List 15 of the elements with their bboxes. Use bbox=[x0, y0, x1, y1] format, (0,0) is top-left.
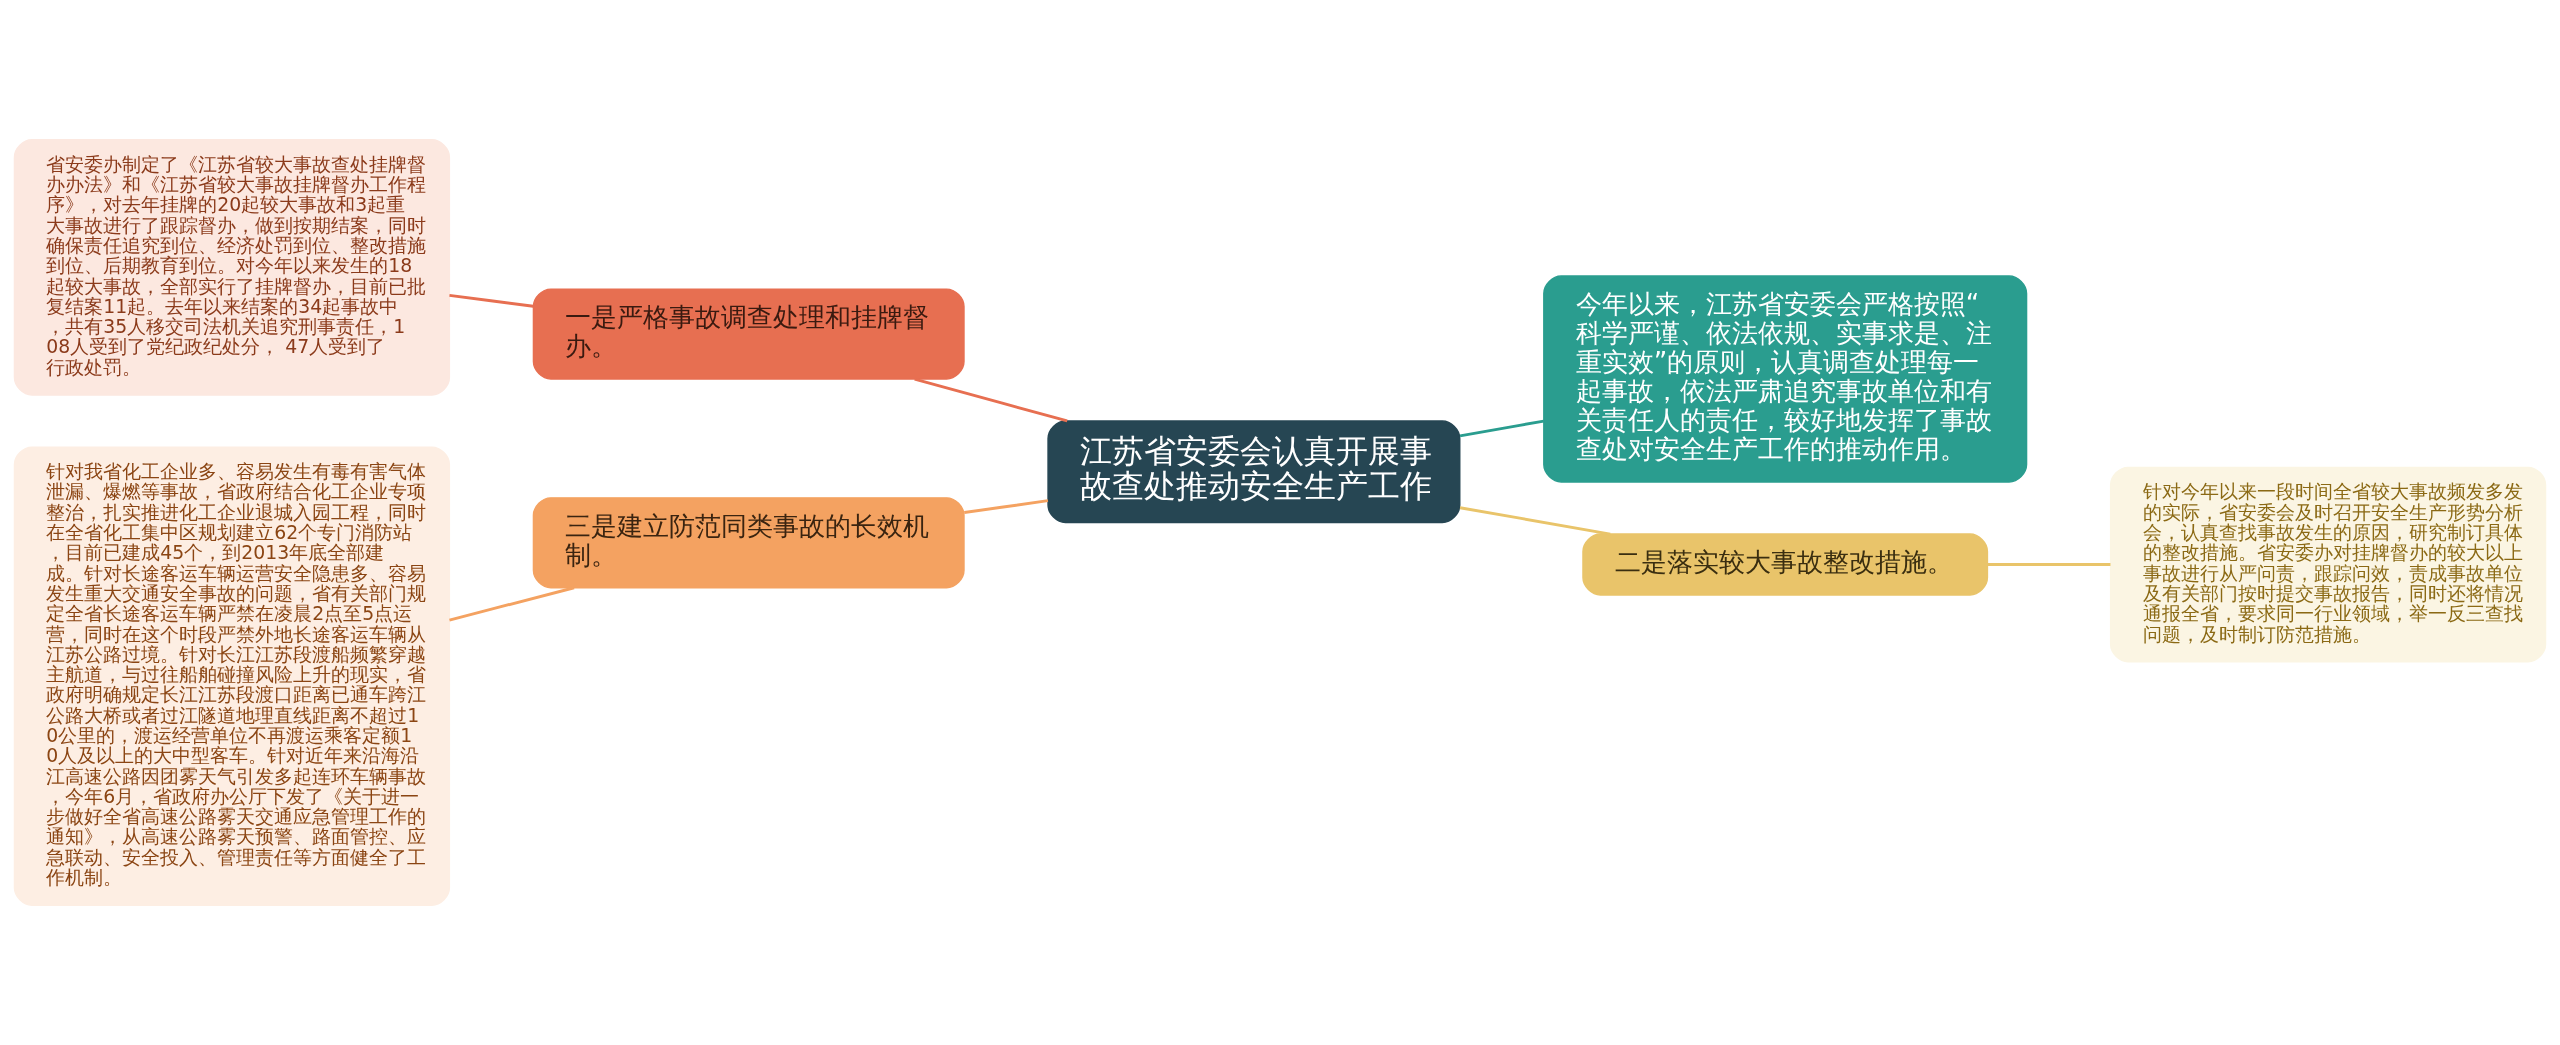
node-box: 今年以来，江苏省安委会严格按照“科学严谨、依法依规、实事求是、注重实效”的原则，认真调查处理每一起事故，依法严肃追究事故单位和有关责任人的责任，较好地发挥了事故查处对安全生产工作的推动作用。 bbox=[1543, 275, 2028, 483]
connector bbox=[914, 377, 1068, 423]
node-box: 针对今年以来一段时间全省较大事故频发多发的实际，省安委会及时召开安全生产形势分析会，认真查找事故发生的原因，研究制订具体的整改措施。省安委办对挂牌督办的较大以上事故进行从严问责，跟踪问效，责成事故单位及有关部门按时提交事故报告，同时还将情况通报全省，要求同一行业领域，举一反三查找问题，及时制订防范措施。 bbox=[2109, 466, 2547, 663]
node-box: 一是严格事故调查处理和挂牌督办。 bbox=[532, 288, 965, 380]
node-box: 针对我省化工企业多、容易发生有毒有害气体泄漏、爆燃等事故，省政府结合化工企业专项整治，扎实推进化工企业退城入园工程，同时在全省化工集中区规划建立62个专门消防站，目前已建成45个，到2013年底全部建成。针对长途客运车辆运营安全隐患多、容易发生重大交通安全事故的问题，省有关部门规定全省长途客运车辆严禁在凌晨2点至5点运营，同时在这个时段严禁外地长途客运车辆从江苏公路过境。针对长江江苏段渡船频繁穿越主航道，与过往船舶碰撞风险上升的现实，省政府明确规定长江江苏段渡口距离已通车跨江公路大桥或者过江隧道地理直线距离不超过10公里的，渡运经营单位不再渡运乘客定额10人及以上的大中型客车。针对近年来沿海沿江高速公路因团雾天气引发多起连环车辆事故，今年6月，省政府办公厅下发了《关于进一步做好全省高速公路雾天交通应急管理工作的通知》，从高速公路雾天预警、路面管控、应急联动、安全投入、管理责任等方面健全了工作机制。 bbox=[13, 446, 451, 906]
connector bbox=[1459, 419, 1544, 438]
node-box: 江苏省安委会认真开展事故查处推动安全生产工作 bbox=[1047, 420, 1461, 524]
connector bbox=[449, 586, 575, 622]
node-box: 二是落实较大事故整改措施。 bbox=[1582, 533, 1989, 596]
connector bbox=[449, 293, 534, 308]
connector bbox=[1987, 563, 2111, 566]
node-box: 省安委办制定了《江苏省较大事故查处挂牌督办办法》和《江苏省较大事故挂牌督办工作程序》，对去年挂牌的20起较大事故和3起重大事故进行了跟踪督办，做到按期结案，同时确保责任追究到位、经济处罚到位、整改措施到位、后期教育到位。对今年以来发生的18起较大事故，全部实行了挂牌督办，目前已批复结案11起。去年以来结案的34起事故中，共有35人移交司法机关追究刑事责任，108人受到了党纪政纪处分， 47人受到了行政处罚。 bbox=[13, 139, 451, 396]
node-box: 三是建立防范同类事故的长效机制。 bbox=[532, 497, 965, 589]
connector bbox=[1459, 506, 1611, 536]
connector bbox=[964, 499, 1049, 514]
